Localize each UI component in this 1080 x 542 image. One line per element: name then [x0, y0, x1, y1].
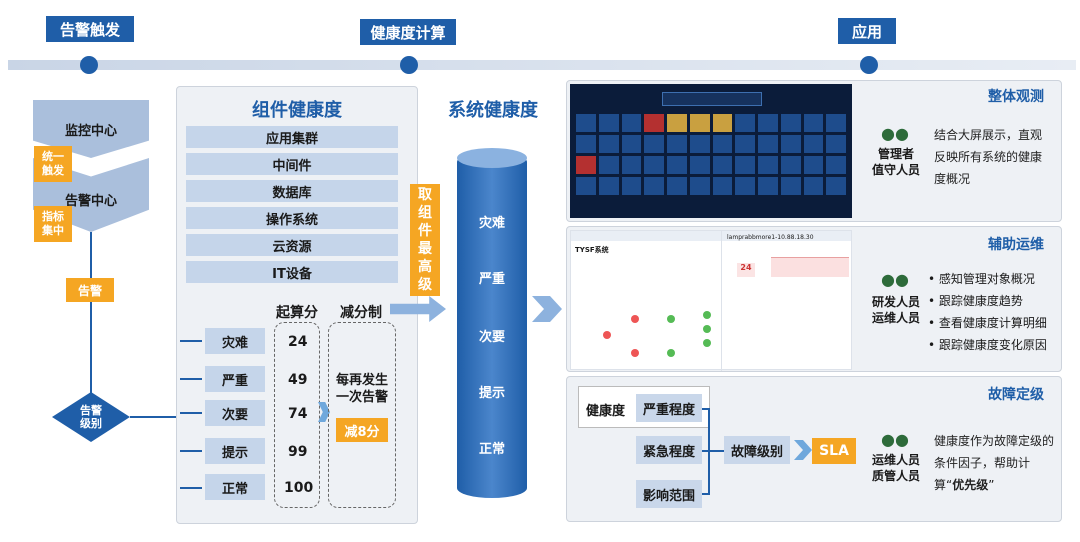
ops-bullet-3: • 查看健康度计算明细	[928, 316, 1047, 330]
alarm-center-label: 告警中心	[64, 194, 117, 209]
fault-desc-pre: 健康度作为故障定级的条件因子，帮助计算“	[934, 434, 1055, 492]
sla-badge: SLA	[812, 438, 856, 464]
arrow-to-apply	[532, 296, 562, 322]
system-level-normal: 正常	[478, 442, 505, 457]
branch-arrow-3	[180, 412, 202, 414]
stage-health-calc: 健康度计算	[360, 19, 456, 45]
overall-role: 管理者 值守人员	[871, 147, 920, 177]
deduct-label: 减分制	[340, 305, 382, 321]
flow-line-vertical	[90, 232, 92, 394]
severity-disaster: 灾难	[205, 328, 265, 354]
timeline-bar	[8, 60, 1076, 70]
score-minor: 74	[288, 406, 308, 422]
take-highest-badge: 取 组 件 最 高 级	[410, 184, 440, 296]
component-health-title: 组件健康度	[252, 100, 342, 121]
timeline-dot-3	[860, 56, 878, 74]
component-item-cloud: 云资源	[186, 234, 398, 256]
fault-desc: 健康度作为故障定级的条件因子，帮助计算“优先级”	[934, 430, 1056, 496]
component-item-app-cluster: 应用集群	[186, 126, 398, 148]
component-item-database: 数据库	[186, 180, 398, 202]
overall-title: 整体观测	[988, 89, 1044, 105]
people-icon: ●●	[881, 124, 909, 143]
system-level-disaster: 灾难	[478, 216, 505, 231]
fault-title: 故障定级	[988, 387, 1044, 403]
ops-bullet-4: • 跟踪健康度变化原因	[928, 338, 1047, 352]
score-disaster: 24	[288, 334, 308, 350]
fault-urgency: 紧急程度	[636, 436, 702, 464]
cylinder-top	[457, 148, 527, 168]
fault-desc-bold: 优先级	[952, 478, 989, 492]
fault-connector-h1	[702, 408, 710, 410]
severity-info: 提示	[205, 438, 265, 464]
deduct-text: 每再发生 一次告警	[335, 373, 388, 405]
fault-connector-h3	[702, 493, 710, 495]
fault-role: 运维人员 质管人员	[871, 453, 920, 483]
people-icon: ●●	[881, 270, 909, 289]
branch-arrow-5	[180, 487, 202, 489]
people-icon: ●●	[881, 430, 909, 449]
fault-connector-h2	[702, 450, 724, 452]
ops-bullets: • 感知管理对象概况 • 跟踪健康度趋势 • 查看健康度计算明细 • 跟踪健康度…	[928, 268, 1060, 356]
system-level-info: 提示	[478, 386, 505, 401]
severity-normal: 正常	[205, 474, 265, 500]
fault-scope: 影响范围	[636, 480, 702, 508]
ops-screen-score: 24	[737, 263, 755, 277]
ops-screen-ip: lamprabbmore1-10.88.18.30	[727, 234, 814, 241]
start-score-label: 起算分	[276, 305, 318, 321]
unified-trigger-badge: 统一 触发	[34, 146, 72, 182]
fault-severity: 严重程度	[636, 394, 702, 422]
ops-screen-title: TYSF系统	[575, 246, 609, 254]
chevron-right-icon	[794, 440, 812, 460]
timeline-dot-2	[400, 56, 418, 74]
score-box	[274, 322, 320, 508]
deduct-box	[328, 322, 396, 508]
score-info: 99	[288, 444, 308, 460]
timeline-dot-1	[80, 56, 98, 74]
ops-title: 辅助运维	[988, 237, 1044, 253]
alarm-badge: 告警	[66, 278, 114, 302]
branch-arrow-4	[180, 450, 202, 452]
system-level-minor: 次要	[478, 330, 505, 345]
system-level-critical: 严重	[478, 272, 505, 287]
ops-bullet-2: • 跟踪健康度趋势	[928, 294, 1023, 308]
stage-trigger: 告警触发	[46, 16, 134, 42]
ops-role: 研发人员 运维人员	[871, 295, 920, 325]
score-normal: 100	[284, 480, 314, 496]
score-critical: 49	[288, 372, 308, 388]
fault-health-label: 健康度	[586, 404, 626, 419]
metric-collect-badge: 指标 集中	[34, 206, 72, 242]
fault-desc-post: ”	[988, 478, 995, 492]
ops-bullet-1: • 感知管理对象概况	[928, 272, 1035, 286]
severity-minor: 次要	[205, 400, 265, 426]
ops-screenshot: TYSF系统 lamprabbmore1-10.88.18.30 24	[570, 230, 852, 371]
deduct-value-badge: 减8分	[336, 418, 388, 442]
component-item-os: 操作系统	[186, 207, 398, 229]
branch-arrow-1	[180, 340, 202, 342]
overall-desc: 结合大屏展示，直观反映所有系统的健康度概况	[934, 128, 1043, 186]
component-item-middleware: 中间件	[186, 153, 398, 175]
chevron-right-icon	[318, 402, 330, 422]
fault-level-box: 故障级别	[724, 436, 790, 464]
stage-apply: 应用	[838, 18, 896, 44]
alarm-level-label: 告警 级别	[80, 404, 102, 430]
component-item-it-device: IT设备	[186, 261, 398, 283]
system-health-title: 系统健康度	[448, 100, 538, 121]
monitor-center-label: 监控中心	[64, 124, 117, 139]
flow-line-horizontal	[130, 416, 178, 418]
branch-arrow-2	[180, 378, 202, 380]
dashboard-screenshot	[570, 84, 852, 218]
system-health-cylinder	[457, 152, 527, 498]
severity-critical: 严重	[205, 366, 265, 392]
